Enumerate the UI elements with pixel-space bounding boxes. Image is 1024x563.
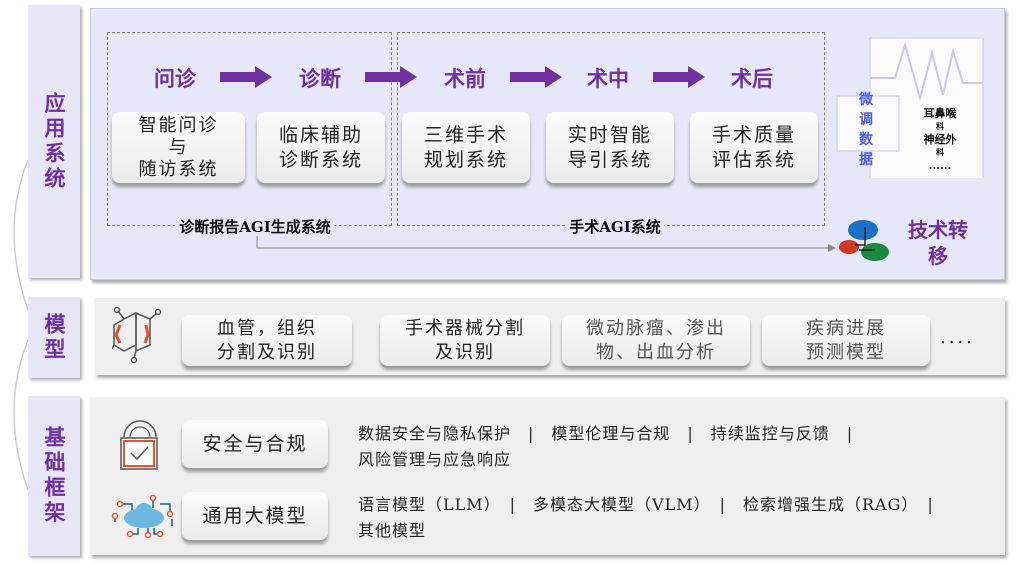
stage-label: 问诊 — [154, 66, 196, 91]
app-box-consultation[interactable]: 智能问诊与随访系统 — [112, 112, 245, 183]
section-label-base: 基础框架 — [28, 396, 80, 556]
model-box-instrument[interactable]: 手术器械分割及识别 — [380, 315, 550, 366]
section-label-app: 应用系统 — [28, 5, 80, 278]
security-compliance-button[interactable]: 安全与合规 — [182, 420, 328, 468]
surgery-group-label: 手术AGI系统 — [565, 216, 665, 237]
general-model-button[interactable]: 通用大模型 — [182, 492, 328, 540]
arrow-icon — [220, 66, 272, 88]
security-items: 数据安全与隐私保护 | 模型伦理与合规 | 持续监控与反馈 |风险管理与应急响应 — [358, 424, 854, 469]
arrow-icon — [653, 66, 705, 88]
department-list: 耳鼻喉科神经外科...... — [923, 107, 957, 172]
molecule-icon — [112, 306, 162, 364]
finetune-data-label: 微调数据 — [859, 92, 873, 168]
section-label-model: 模型 — [28, 297, 80, 378]
arrow-icon — [510, 66, 562, 88]
app-box-planning[interactable]: 三维手术规划系统 — [402, 112, 530, 183]
model-box-progression[interactable]: 疾病进展预测模型 — [762, 315, 930, 366]
security-lock-icon — [120, 420, 158, 470]
tech-transfer-label: 技术转移 — [908, 218, 968, 268]
finetune-document-icon — [836, 37, 984, 178]
section-connector-icon — [13, 159, 29, 491]
app-box-navigation[interactable]: 实时智能导引系统 — [546, 112, 674, 183]
app-box-diagnosis[interactable]: 临床辅助诊断系统 — [257, 112, 385, 183]
app-box-quality[interactable]: 手术质量评估系统 — [690, 112, 818, 183]
stage-label: 术后 — [731, 66, 773, 91]
stage-arrows — [220, 66, 705, 88]
stage-label: 术中 — [587, 66, 629, 91]
stage-label: 术前 — [444, 66, 486, 91]
stage-label: 诊断 — [299, 66, 341, 91]
model-box-aneurysm[interactable]: 微动脉瘤、渗出物、出血分析 — [562, 315, 750, 366]
general-model-items: 语言模型（LLM） | 多模态大模型（VLM） | 检索增强生成（RAG） |其… — [358, 495, 934, 540]
transfer-arrow-icon — [256, 236, 836, 252]
cloud-network-icon — [111, 494, 174, 539]
model-box-vessel[interactable]: 血管，组织分割及识别 — [182, 315, 352, 366]
cloud-transfer-icon — [839, 220, 889, 261]
arrow-icon — [365, 66, 417, 88]
diagnosis-group-label: 诊断报告AGI生成系统 — [175, 216, 335, 237]
models-more: .... — [940, 327, 975, 348]
